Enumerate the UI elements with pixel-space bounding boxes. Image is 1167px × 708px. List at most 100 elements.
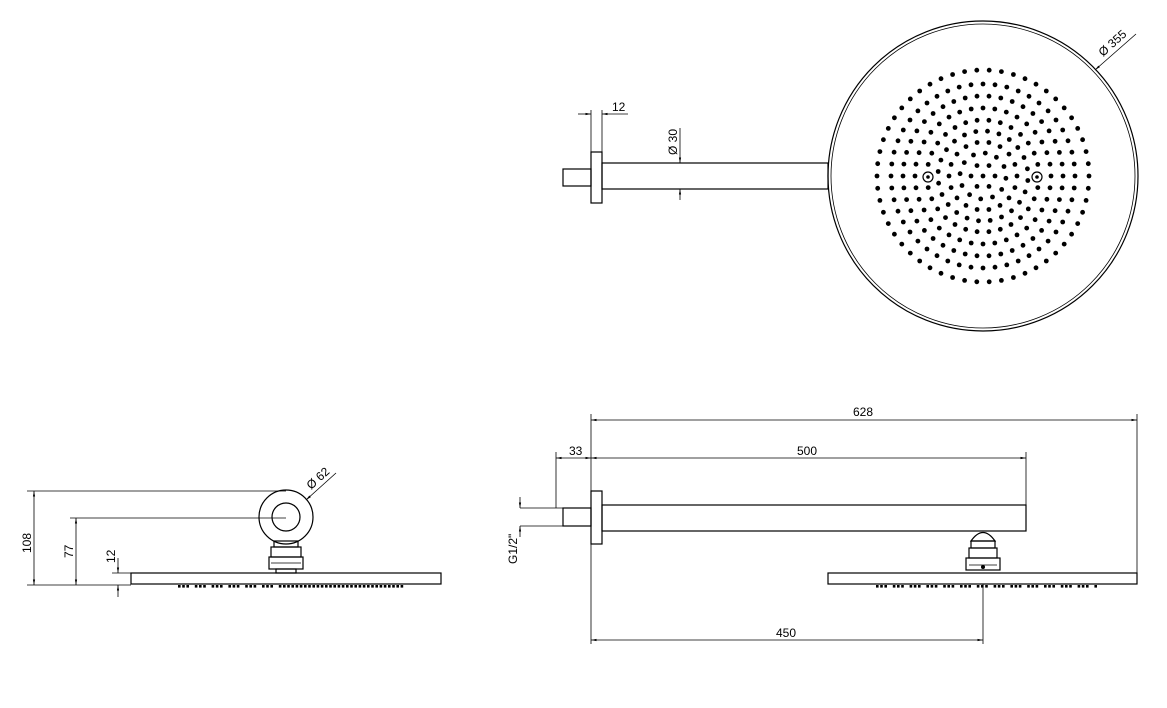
nozzle-dot [963,226,969,232]
nozzle-dot [915,108,921,114]
nozzle-dot [940,242,946,248]
nozzle-tip [884,585,887,588]
nozzle-dot [999,278,1004,283]
nozzle-dot [1045,108,1051,114]
nozzle-dot [881,209,886,215]
dim-head-center-offset: 450 [591,626,983,642]
nozzle-dot [986,140,992,145]
nozzle-tip [968,585,971,588]
nozzle-tip [1018,585,1022,588]
nozzle-dot [971,152,976,158]
nozzle-dot [1036,100,1042,106]
nozzle-tip [964,585,967,588]
nozzle-tip [215,585,219,588]
nozzle-tip [388,585,391,588]
dim-side-height-arm: 77 [62,518,78,585]
nozzle-dot [1004,262,1010,268]
nozzle-dot [968,264,974,270]
nozzle-tip [299,585,303,588]
nozzle-dot [945,258,951,264]
nozzle-tip [976,585,980,588]
dim-top-flange-label: 12 [612,100,626,114]
nozzle-dot [900,127,906,133]
nozzle-dot [1053,250,1059,256]
nozzle-tip [362,585,366,588]
nozzle-tip [346,585,349,588]
nozzle-dot [950,275,955,280]
nozzle-tip [228,585,231,588]
nozzle-dot [1025,166,1030,172]
nozzle-dot [1001,164,1007,169]
front-flange [590,490,603,545]
nozzle-dot [1024,225,1030,231]
nozzle-dot [924,246,930,252]
nozzle-dot [980,173,986,179]
nozzle-tip [232,585,236,588]
nozzle-dot [959,183,965,188]
nozzle-dot [1039,228,1044,233]
nozzle-dot [950,72,955,77]
nozzle-dot [1025,206,1031,212]
nozzle-dot [980,81,986,87]
nozzle-dot [1018,215,1023,221]
nozzle-dot [992,173,998,179]
nozzle-tip [236,585,240,588]
nozzle-dot [1031,196,1037,202]
nozzle-dot [1043,258,1049,264]
nozzle-dot [943,132,948,137]
nozzle-dot [962,278,967,283]
nozzle-dot [1057,150,1062,155]
nozzle-dot [1075,221,1081,227]
side-head-plate [130,572,442,585]
nozzle-dot [881,137,886,143]
screw-left-icon [922,171,934,183]
nozzle-dot [998,251,1004,257]
nozzle-tip [1002,585,1005,588]
front-nipple [562,507,592,527]
nozzle-dot [936,225,942,231]
side-view: 108 77 12 Ø 62 [20,464,442,597]
nozzle-dot [940,104,946,110]
nozzle-dot [957,237,963,243]
nozzle-dot [963,144,969,150]
front-view: 628 33 500 G1/2" 450 [506,405,1138,644]
nozzle-dot [1047,185,1053,191]
nozzle-dot [914,218,920,224]
nozzle-dot [1060,219,1066,225]
nozzle-dot [992,240,998,246]
nozzle-tip [392,585,395,588]
nozzle-dot [1053,117,1059,123]
nozzle-tip [934,585,938,588]
nozzle-tip [291,585,294,588]
nozzle-dot [962,69,967,74]
nozzle-dot [999,187,1005,192]
nozzle-dot [924,100,930,106]
nozzle-dot [974,67,980,73]
nozzle-tip [981,585,984,588]
nozzle-dot [976,218,981,224]
nozzle-dot [980,105,986,111]
nozzle-dot [945,88,951,94]
dim-wall-depth-label: 33 [569,444,583,458]
nozzle-dot [913,161,919,167]
screw-right-icon [1031,171,1043,183]
nozzle-tip [1065,585,1068,588]
nozzle-dot [999,69,1004,74]
nozzle-dot [1032,129,1038,135]
nozzle-tip [926,585,929,588]
nozzle-tip [951,585,955,588]
nozzle-tip [312,585,315,588]
dim-wall-depth: 33 [556,444,591,460]
nozzle-dot [907,117,913,123]
nozzle-dot [938,270,944,276]
nozzle-tip [1077,585,1081,588]
nozzle-dot [963,203,969,208]
nozzle-dot [1044,150,1050,156]
nozzle-tip [283,585,286,588]
dim-side-head-thickness: 12 [104,549,120,597]
nozzle-dot [1072,173,1078,179]
nozzle-dot [917,258,923,264]
nozzle-dot [986,163,992,169]
nozzle-dot [974,207,980,212]
